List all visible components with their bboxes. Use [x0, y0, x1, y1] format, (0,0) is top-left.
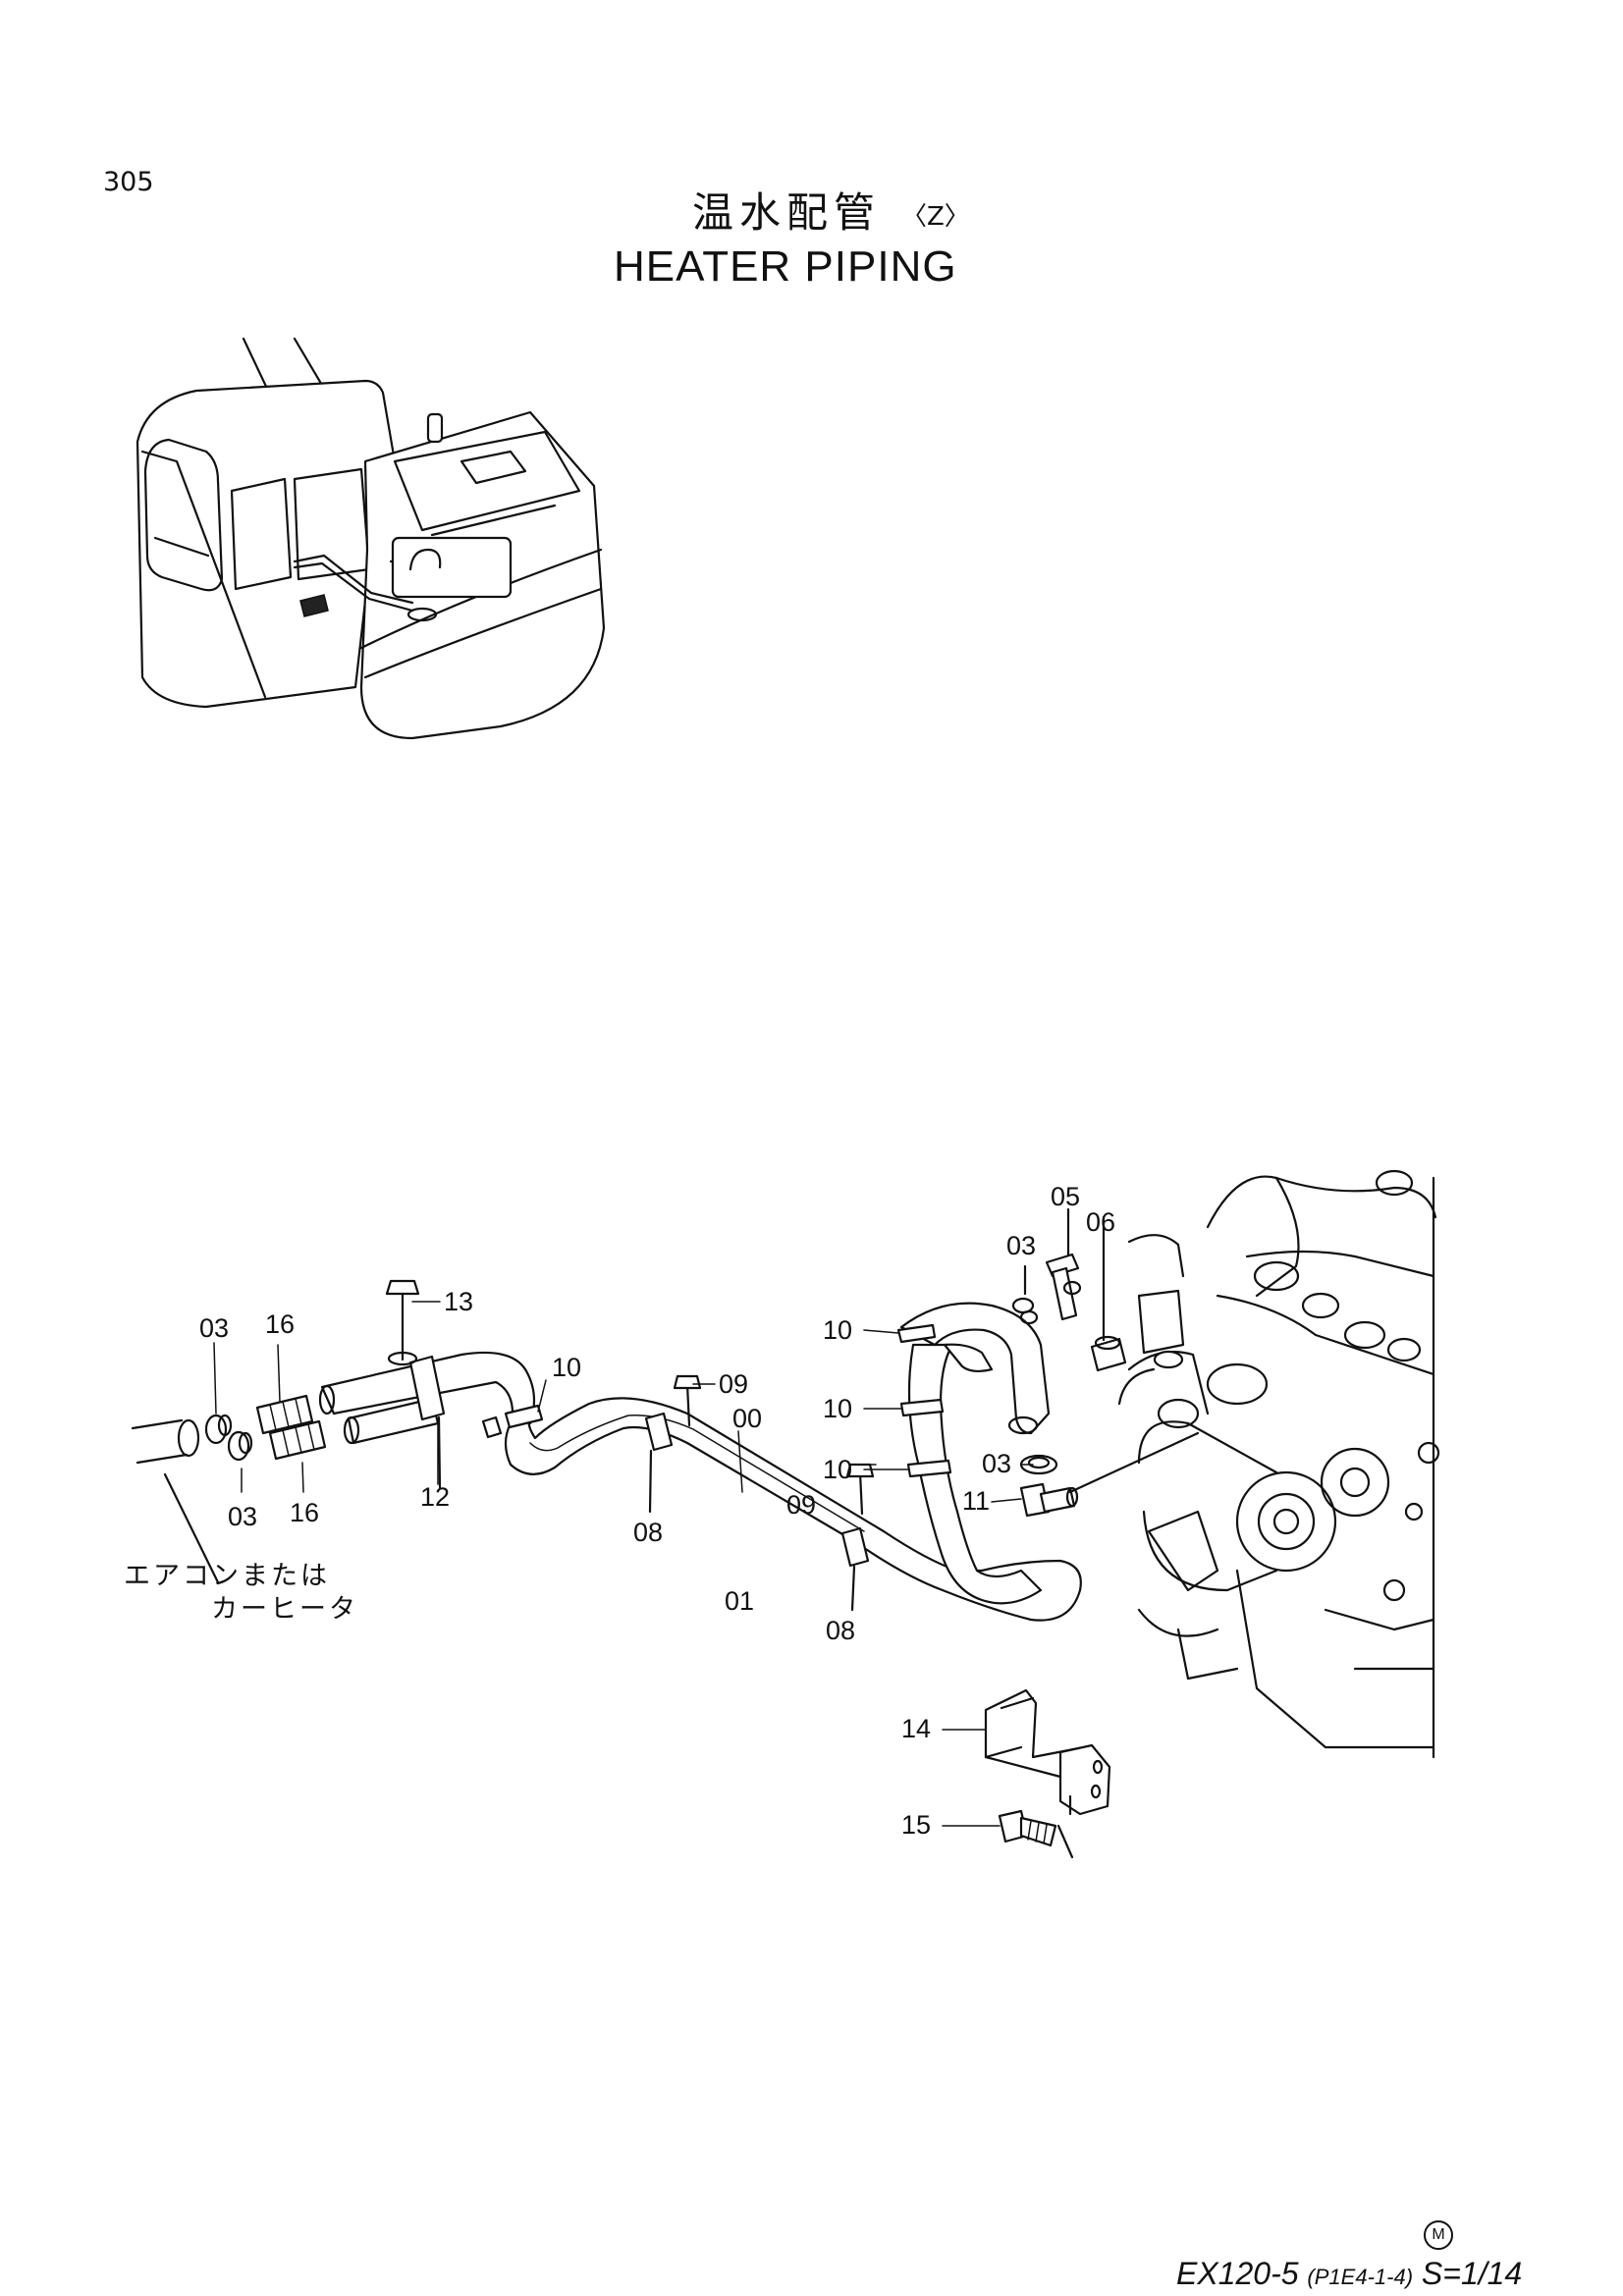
bolt-15	[998, 1809, 1074, 1859]
page-title-japanese: 温水配管	[692, 188, 882, 237]
page-title: HEATER PIPING	[614, 242, 957, 291]
bracket-14	[984, 1688, 1111, 1816]
sleeve-16	[255, 1394, 327, 1461]
callout-10: 10	[823, 1455, 853, 1484]
hose-assembly-12	[318, 1279, 536, 1489]
callout-06: 06	[1086, 1207, 1116, 1237]
callout-03: 03	[199, 1313, 230, 1343]
hose-clamp-03-left	[204, 1414, 253, 1462]
callout-09: 09	[719, 1369, 749, 1399]
model-name: EX120-5	[1176, 2256, 1299, 2291]
callout-08: 08	[826, 1616, 856, 1645]
callout-09: 09	[786, 1490, 817, 1520]
callout-10: 10	[823, 1315, 853, 1345]
m-mark-icon: M	[1424, 2220, 1453, 2250]
footer-model-reference: EX120-5 (P1E4-1-4) S=1/14	[1176, 2258, 1522, 2289]
heater-hose-main	[481, 1302, 1082, 1622]
note-aircon-or-car-heater-line2: カーヒータ	[211, 1594, 358, 1625]
excavator-overview-illustration	[135, 337, 606, 740]
callout-12: 12	[420, 1482, 451, 1512]
callout-10: 10	[823, 1394, 853, 1423]
model-code: (P1E4-1-4)	[1307, 2265, 1414, 2289]
engine-block-illustration	[1117, 1169, 1440, 1759]
callout-03: 03	[228, 1502, 258, 1531]
callout-05: 05	[1051, 1182, 1081, 1211]
callout-16: 16	[290, 1498, 320, 1527]
note-aircon-or-car-heater-line1: エアコンまたは	[124, 1561, 330, 1591]
callout-15: 15	[901, 1810, 932, 1840]
callout-11: 11	[962, 1486, 991, 1516]
callout-03: 03	[1006, 1231, 1037, 1260]
callout-08: 08	[633, 1518, 664, 1547]
fittings-cluster	[1011, 1207, 1200, 1518]
scale: S=1/14	[1421, 2256, 1523, 2291]
callout-14: 14	[901, 1714, 932, 1743]
callout-00: 00	[732, 1404, 763, 1433]
callout-03: 03	[982, 1449, 1012, 1478]
leader-lines	[213, 1301, 1034, 1827]
aircon-hose-end	[131, 1418, 220, 1584]
title-variant-code: 〈Z〉	[901, 202, 970, 232]
page-number: 305	[103, 167, 154, 197]
callout-13: 13	[444, 1287, 474, 1316]
callout-10: 10	[552, 1353, 582, 1382]
callout-16: 16	[265, 1309, 296, 1339]
callout-01: 01	[725, 1586, 755, 1616]
